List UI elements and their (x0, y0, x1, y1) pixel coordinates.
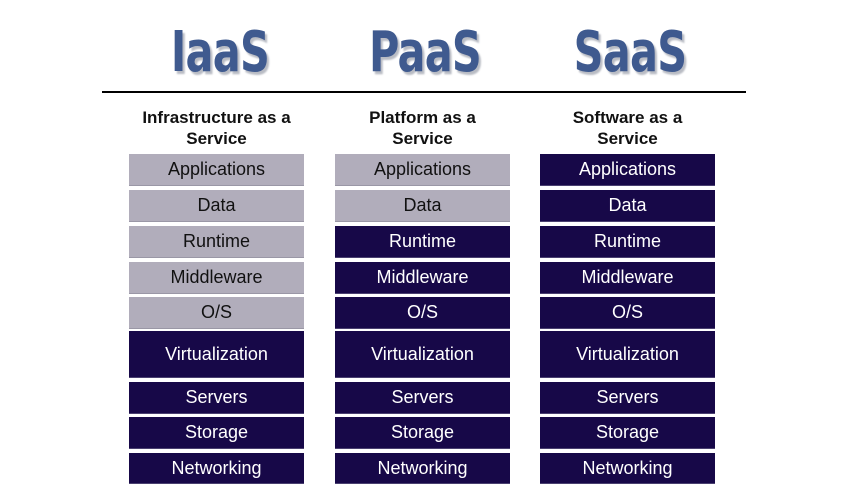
column-header-line2: Service (392, 129, 453, 148)
divider-line (102, 91, 746, 93)
layer-middleware: Middleware (335, 262, 510, 294)
layer-storage: Storage (129, 417, 304, 449)
layer-o-s: O/S (335, 297, 510, 329)
title-paas: PaaS (368, 20, 482, 85)
layer-virtualization: Virtualization (335, 331, 510, 378)
layer-servers: Servers (129, 382, 304, 414)
layer-servers: Servers (540, 382, 715, 414)
column-header-line1: Software as a (572, 108, 683, 127)
title-iaas: IaaS (170, 20, 270, 85)
layer-networking: Networking (129, 453, 304, 484)
column-header-line1: Infrastructure as a (142, 108, 291, 127)
title-saas: SaaS (573, 20, 687, 85)
layer-virtualization: Virtualization (129, 331, 304, 378)
column-header: Software as a Service (540, 106, 715, 153)
layer-storage: Storage (540, 417, 715, 449)
layer-applications: Applications (335, 154, 510, 186)
column-header: Platform as a Service (335, 106, 510, 153)
column-iaas: Infrastructure as a Service Applications… (129, 106, 304, 484)
layer-runtime: Runtime (335, 226, 510, 258)
column-header-line2: Service (186, 129, 247, 148)
layer-data: Data (540, 190, 715, 222)
layer-networking: Networking (540, 453, 715, 484)
layer-storage: Storage (335, 417, 510, 449)
layer-applications: Applications (540, 154, 715, 186)
layer-data: Data (335, 190, 510, 222)
layer-o-s: O/S (129, 297, 304, 329)
column-header: Infrastructure as a Service (129, 106, 304, 153)
layer-middleware: Middleware (540, 262, 715, 294)
layer-middleware: Middleware (129, 262, 304, 294)
layer-o-s: O/S (540, 297, 715, 329)
layer-data: Data (129, 190, 304, 222)
layer-servers: Servers (335, 382, 510, 414)
column-header-line2: Service (597, 129, 658, 148)
layer-applications: Applications (129, 154, 304, 186)
layer-runtime: Runtime (540, 226, 715, 258)
layer-virtualization: Virtualization (540, 331, 715, 378)
layer-networking: Networking (335, 453, 510, 484)
layer-runtime: Runtime (129, 226, 304, 258)
column-header-line1: Platform as a (369, 108, 476, 127)
